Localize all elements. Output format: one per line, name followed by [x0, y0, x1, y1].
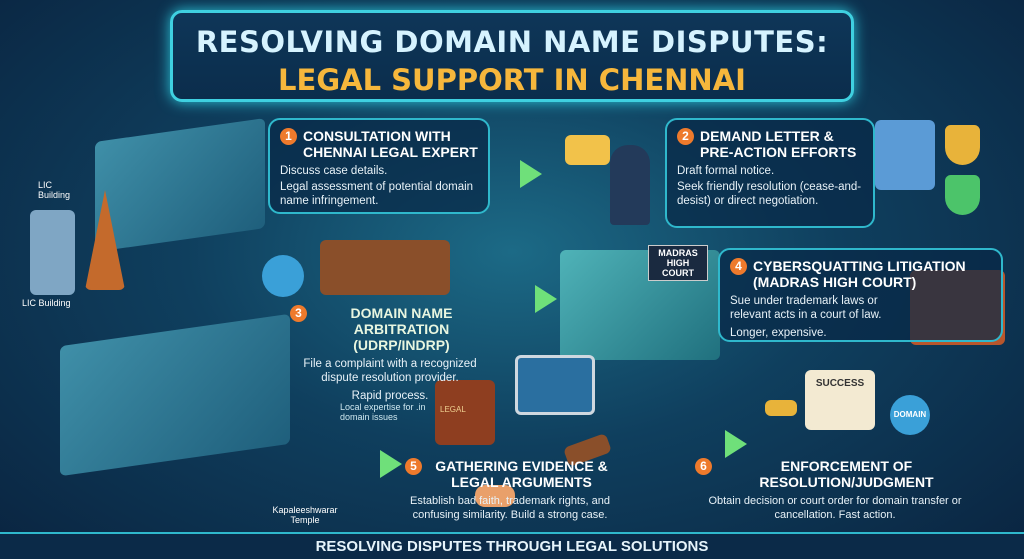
key-icon [765, 400, 797, 416]
step-body-2: Longer, expensive. [730, 327, 827, 339]
step-body-1: Discuss case details. [280, 165, 388, 177]
step-body-1: Sue under trademark laws or relevant act… [730, 295, 882, 321]
step-title: ENFORCEMENT OF RESOLUTION/JUDGMENT [759, 458, 934, 490]
flow-arrow-to-5 [380, 450, 402, 478]
flow-arrow-3-4 [535, 285, 557, 313]
step-title: GATHERING EVIDENCE & LEGAL ARGUMENTS [435, 458, 608, 490]
step-number: 2 [677, 128, 694, 145]
step-number: 1 [280, 128, 297, 145]
step-body-2: Seek friendly resolution (cease-and-desi… [677, 181, 862, 207]
title-line2: LEGAL SUPPORT IN CHENNAI [278, 63, 746, 97]
step-title: CONSULTATION WITH CHENNAI LEGAL EXPERT [303, 128, 478, 160]
second-office-illustration [60, 313, 290, 477]
computer-illustration [515, 355, 595, 415]
footer-banner: RESOLVING DISPUTES THROUGH LEGAL SOLUTIO… [0, 532, 1024, 559]
step-4-card: 4 CYBERSQUATTING LITIGATION (MADRAS HIGH … [718, 248, 1003, 342]
step-number: 6 [695, 458, 712, 475]
lic-building-illustration [30, 210, 75, 295]
step-body-1: Establish bad faith, trademark rights, a… [410, 495, 610, 521]
court-sign: MADRAS HIGH COURT [648, 245, 708, 281]
step-body-1: Draft formal notice. [677, 165, 775, 177]
title-banner: RESOLVING DOMAIN NAME DISPUTES: LEGAL SU… [170, 10, 854, 102]
handshake-icon [475, 485, 515, 507]
success-label: SUCCESS [815, 378, 865, 389]
title-line1: RESOLVING DOMAIN NAME DISPUTES: [195, 25, 829, 59]
step-title: DOMAIN NAME ARBITRATION (UDRP/INDRP) [350, 305, 453, 353]
step-6-block: 6 ENFORCEMENT OF RESOLUTION/JUDGMENT Obta… [695, 458, 975, 522]
step-title: DEMAND LETTER & PRE-ACTION EFFORTS [700, 128, 857, 160]
step-body-1: Obtain decision or court order for domai… [708, 495, 962, 521]
laptop-illustration [875, 120, 935, 190]
temple-label: Kapaleeshwarar Temple [272, 505, 338, 525]
lic-building-label-2: LIC Building [22, 298, 71, 308]
lawyer-illustration [610, 145, 650, 225]
step-number: 4 [730, 258, 747, 275]
flow-arrow-to-6 [725, 430, 747, 458]
envelope-icon [565, 135, 610, 165]
shield-check-icon-2 [945, 175, 980, 215]
step-5-block: 5 GATHERING EVIDENCE & LEGAL ARGUMENTS Es… [405, 458, 615, 522]
step-body-2: Rapid process. [351, 390, 429, 402]
step-number: 5 [405, 458, 422, 475]
shield-check-icon [945, 125, 980, 165]
local-expertise-label: Local expertise for .in domain issues [340, 402, 426, 422]
success-certificate: SUCCESS [805, 370, 875, 430]
step-3-block: 3 DOMAIN NAME ARBITRATION (UDRP/INDRP) Fi… [290, 305, 490, 403]
step-body-2: Legal assessment of potential domain nam… [280, 181, 474, 207]
step-2-card: 2 DEMAND LETTER & PRE-ACTION EFFORTS Draf… [665, 118, 875, 228]
step-title: CYBERSQUATTING LITIGATION (MADRAS HIGH C… [753, 258, 966, 290]
legal-book-label: LEGAL [440, 405, 466, 414]
arbitration-panel-illustration [320, 240, 450, 295]
globe-icon [262, 255, 304, 297]
flow-arrow-1-2 [520, 160, 542, 188]
step-body-1: File a complaint with a recognized dispu… [303, 358, 477, 384]
lic-building-label: LIC Building [38, 180, 71, 200]
legal-books-illustration [435, 380, 495, 445]
step-number: 3 [290, 305, 307, 322]
legal-text: LEGAL [440, 405, 466, 414]
domain-globe-icon: DOMAIN [890, 395, 930, 435]
consultation-office-illustration [95, 118, 265, 252]
domain-label: DOMAIN [893, 410, 927, 419]
